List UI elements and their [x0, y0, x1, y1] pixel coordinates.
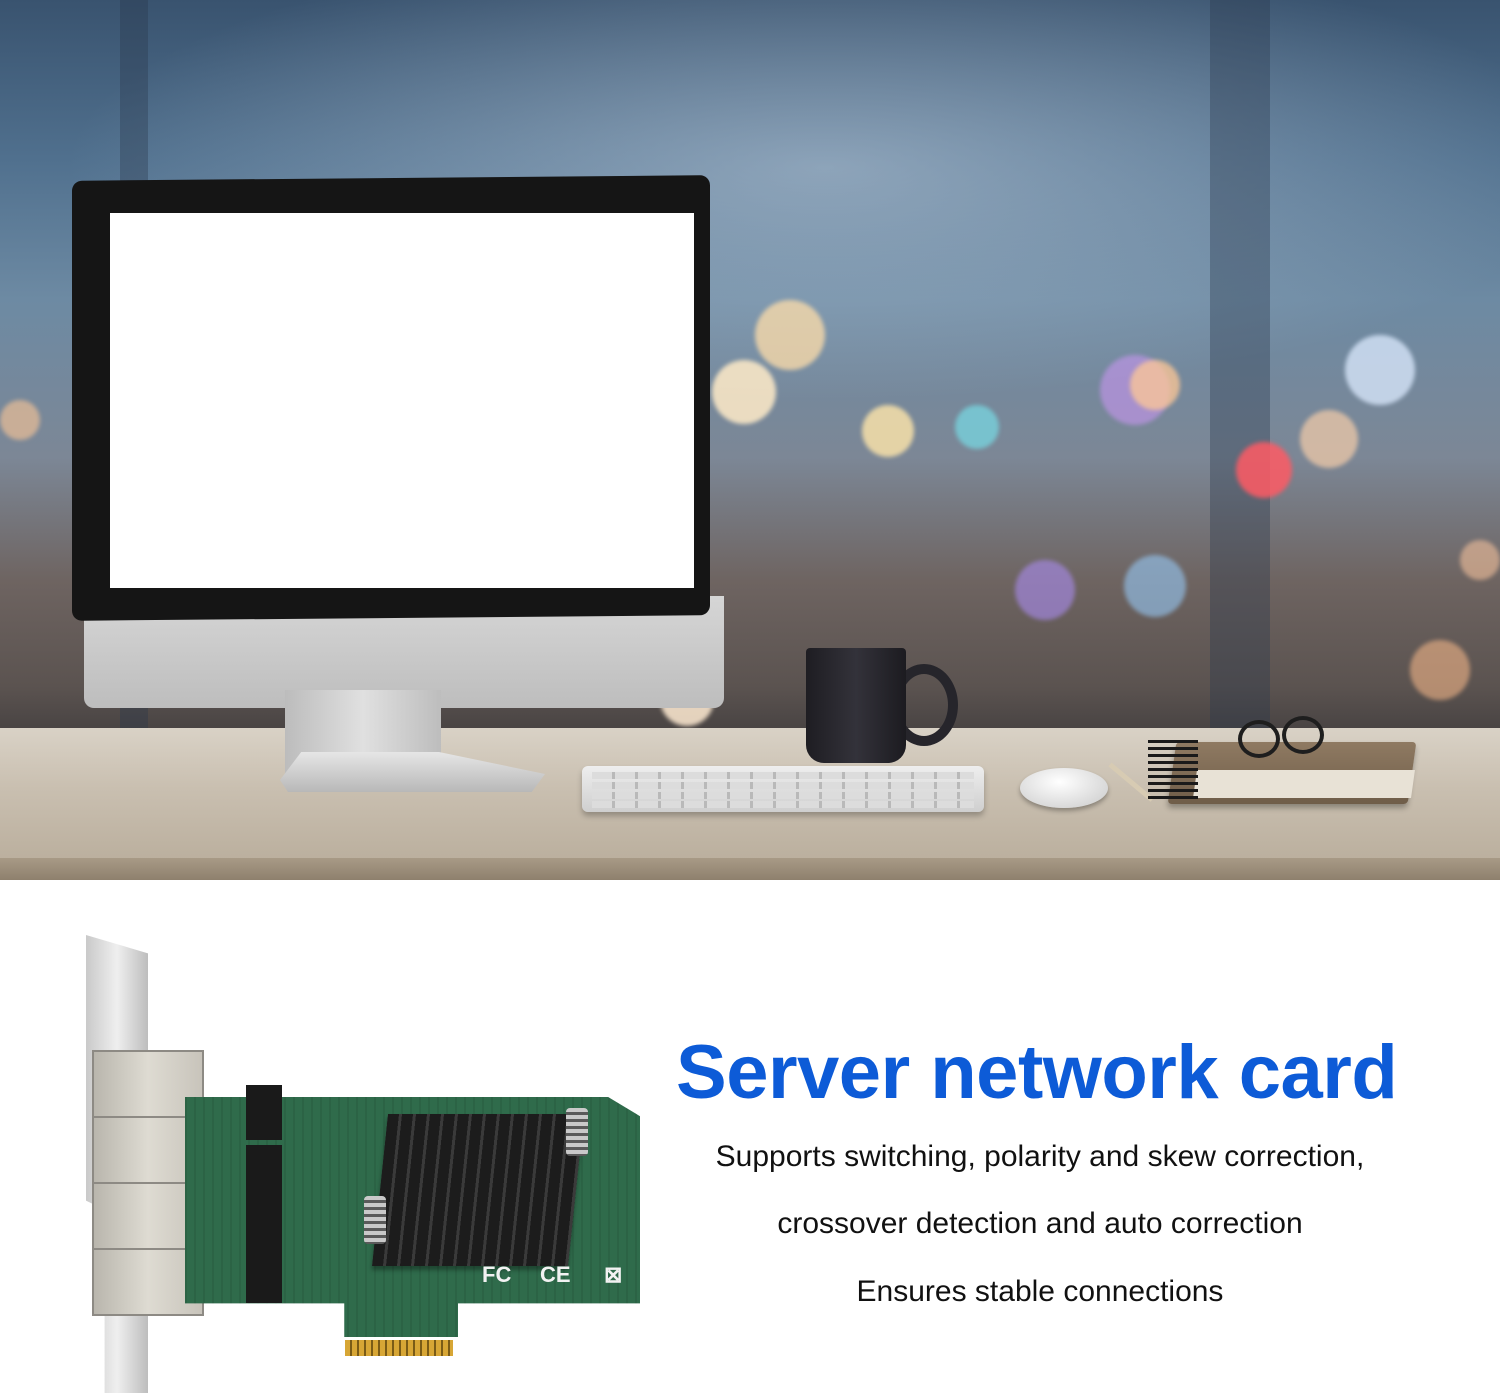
product-title: Server network card — [676, 1030, 1398, 1115]
magnetics-chip — [246, 1145, 282, 1200]
weee-mark-icon: ⊠ — [604, 1262, 623, 1287]
magnetics-chip — [246, 1248, 282, 1303]
glasses-lens — [1282, 716, 1324, 754]
bokeh-light — [955, 405, 999, 449]
bokeh-light — [1460, 540, 1500, 580]
computer-mouse — [1020, 768, 1108, 808]
desk-edge — [0, 858, 1500, 880]
key-row — [592, 801, 974, 808]
feature-line-3: Ensures stable connections — [856, 1275, 1224, 1308]
desk-scene-photo — [0, 0, 1500, 880]
bokeh-light — [1410, 640, 1470, 700]
feature-line-1: Supports switching, polarity and skew co… — [715, 1140, 1365, 1173]
heatsink — [372, 1114, 584, 1266]
key-row — [592, 772, 974, 779]
feature-line-2: crossover detection and auto correction — [777, 1207, 1303, 1240]
bokeh-light — [712, 360, 776, 424]
heatsink-spring — [566, 1108, 588, 1156]
magnetics-chip — [246, 1085, 282, 1140]
heatsink-spring — [364, 1196, 386, 1244]
key-row — [592, 792, 974, 799]
window-frame — [1210, 0, 1270, 740]
glasses-lens — [1238, 720, 1280, 758]
key-row — [592, 782, 974, 789]
bokeh-light — [1300, 410, 1358, 468]
bokeh-light — [1236, 442, 1292, 498]
notebook-pages — [1193, 770, 1415, 798]
bokeh-light — [1345, 335, 1415, 405]
magnetics-chip — [246, 1195, 282, 1250]
keyboard — [582, 766, 984, 812]
coffee-mug — [806, 648, 906, 763]
bokeh-light — [755, 300, 825, 370]
bokeh-light — [1015, 560, 1075, 620]
notebook-spiral — [1148, 740, 1198, 800]
pcie-gold-fingers — [345, 1340, 453, 1356]
bokeh-light — [862, 405, 914, 457]
bokeh-light — [0, 400, 40, 440]
bokeh-light — [1130, 360, 1180, 410]
ce-mark: CE — [540, 1262, 571, 1287]
fcc-mark: FC — [482, 1262, 512, 1287]
monitor-blank-screen — [110, 213, 694, 588]
eyeglasses — [1238, 716, 1324, 758]
bokeh-light — [1124, 555, 1186, 617]
